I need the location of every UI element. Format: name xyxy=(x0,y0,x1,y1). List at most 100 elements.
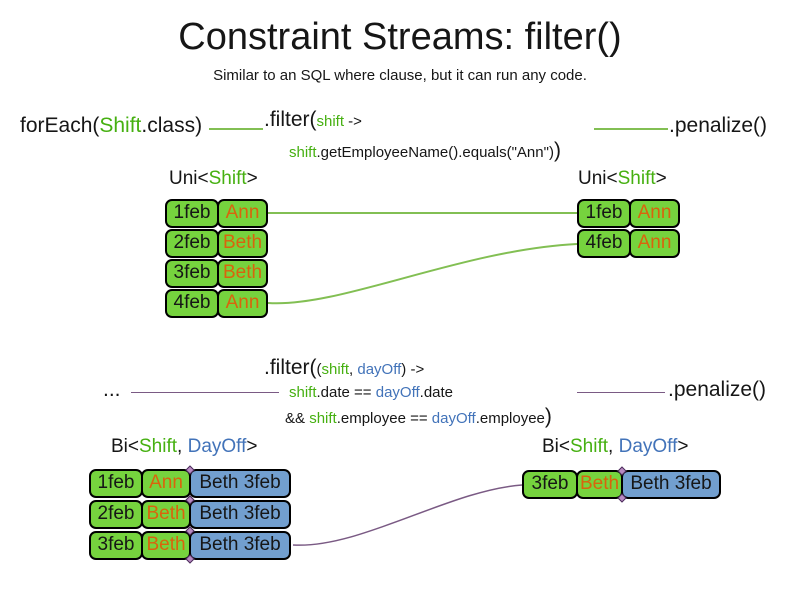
table-row: 1feb Ann xyxy=(165,199,268,228)
filter2-l3-op2: .employee xyxy=(475,410,545,427)
bi-table-right: 3feb Beth Beth 3feb xyxy=(522,470,721,501)
foreach-post: .class) xyxy=(141,114,203,137)
filter2-l3-op1: .employee == xyxy=(336,410,432,427)
cell-name: Ann xyxy=(141,469,191,498)
filter2-l2-op2: .date xyxy=(419,384,454,401)
uni-left-pre: Uni< xyxy=(169,168,209,189)
page-subtitle: Similar to an SQL where clause, but it c… xyxy=(213,67,587,84)
cell-date: 1feb xyxy=(165,199,219,228)
cell-name: Ann xyxy=(217,199,268,228)
cell-name: Beth xyxy=(141,531,191,560)
table-row: 3feb Beth xyxy=(165,259,268,288)
cell-name: Ann xyxy=(629,199,680,228)
filter1-line1: .filter(shift -> xyxy=(264,108,362,132)
cell-date: 1feb xyxy=(577,199,631,228)
filter2-l3-p2: dayOff xyxy=(431,410,476,427)
cell-date: 2feb xyxy=(89,500,143,529)
uni-label-left: Uni<Shift> xyxy=(169,168,258,190)
cell-date: 4feb xyxy=(577,229,631,258)
bi-left-pre: Bi< xyxy=(111,436,139,457)
bi-left-dayoff: DayOff xyxy=(187,436,247,457)
cell-dayoff: Beth 3feb xyxy=(189,531,291,560)
cell-name: Beth xyxy=(141,500,191,529)
table-row: 4feb Ann xyxy=(165,289,268,318)
uni-right-pre: Uni< xyxy=(578,168,618,189)
filter1-param: shift xyxy=(316,113,345,130)
shift-table-left: 1feb Ann 2feb Beth 3feb Beth 4feb Ann xyxy=(165,199,268,319)
stream-line-2b xyxy=(577,392,665,393)
table-row: 3feb Beth Beth 3feb xyxy=(89,531,291,560)
filter2-l3-amp: && xyxy=(285,410,310,427)
filter2-l2-p1: shift xyxy=(289,384,317,401)
connector-line-4feb xyxy=(267,243,578,305)
table-row: 1feb Ann Beth 3feb xyxy=(89,469,291,498)
uni-right-post: > xyxy=(655,168,667,189)
foreach-pre: forEach( xyxy=(20,114,100,137)
filter2-l2-op1: .date == xyxy=(316,384,376,401)
filter2-close-params: ) xyxy=(401,361,407,378)
shift-table-right: 1feb Ann 4feb Ann xyxy=(577,199,680,259)
page-title: Constraint Streams: filter() xyxy=(178,16,622,58)
stream-source-dots: ... xyxy=(103,378,121,401)
bi-right-shift: Shift xyxy=(570,436,609,457)
uni-left-post: > xyxy=(246,168,258,189)
bi-right-dayoff: DayOff xyxy=(618,436,678,457)
filter1-method: .filter( xyxy=(264,108,317,131)
cell-date: 3feb xyxy=(89,531,143,560)
stream-line-1a xyxy=(209,128,263,130)
filter2-comma: , xyxy=(349,361,358,378)
cell-date: 4feb xyxy=(165,289,219,318)
foreach-type: Shift xyxy=(99,114,142,137)
filter2-param1: shift xyxy=(321,361,350,378)
bi-left-sep: , xyxy=(177,436,188,457)
table-row: 4feb Ann xyxy=(577,229,680,258)
uni-right-type: Shift xyxy=(617,168,656,189)
bi-label-left: Bi<Shift, DayOff> xyxy=(111,436,257,458)
filter2-close-paren: ) xyxy=(544,405,552,428)
filter2-line1: .filter((shift, dayOff) -> xyxy=(264,356,424,380)
table-row: 2feb Beth xyxy=(165,229,268,258)
cell-date: 1feb xyxy=(89,469,143,498)
cell-name: Beth xyxy=(217,229,268,258)
stream-line-2a xyxy=(131,392,279,393)
filter2-line3: && shift.employee == dayOff.employee) xyxy=(285,405,552,429)
table-row: 2feb Beth Beth 3feb xyxy=(89,500,291,529)
bi-right-post: > xyxy=(677,436,689,457)
table-row: 1feb Ann xyxy=(577,199,680,228)
bi-right-sep: , xyxy=(608,436,619,457)
uni-label-right: Uni<Shift> xyxy=(578,168,667,190)
filter2-l3-p1: shift xyxy=(309,410,337,427)
bi-label-right: Bi<Shift, DayOff> xyxy=(542,436,688,458)
cell-name: Beth xyxy=(576,470,623,499)
bi-left-shift: Shift xyxy=(139,436,178,457)
cell-dayoff: Beth 3feb xyxy=(189,469,291,498)
filter2-param2: dayOff xyxy=(357,361,402,378)
cell-name: Ann xyxy=(629,229,680,258)
filter1-line2: shift.getEmployeeName().equals("Ann")) xyxy=(289,139,561,163)
cell-name: Beth xyxy=(217,259,268,288)
penalize2-expression: .penalize() xyxy=(668,378,767,401)
cell-name: Ann xyxy=(217,289,268,318)
penalize1-expression: .penalize() xyxy=(669,114,768,137)
bi-right-pre: Bi< xyxy=(542,436,570,457)
filter2-arrow: -> xyxy=(406,361,425,378)
filter1-close-paren: ) xyxy=(553,139,561,162)
cell-dayoff: Beth 3feb xyxy=(621,470,721,499)
filter1-arrow: -> xyxy=(344,113,362,130)
filter2-open: ( xyxy=(316,361,322,378)
filter1-body-param: shift xyxy=(289,144,317,161)
foreach-expression: forEach(Shift.class) xyxy=(20,114,202,138)
cell-date: 2feb xyxy=(165,229,219,258)
bi-left-post: > xyxy=(246,436,258,457)
cell-dayoff: Beth 3feb xyxy=(189,500,291,529)
uni-left-type: Shift xyxy=(208,168,247,189)
cell-date: 3feb xyxy=(165,259,219,288)
filter2-method: .filter( xyxy=(264,356,317,379)
filter2-l2-p2: dayOff xyxy=(375,384,420,401)
cell-date: 3feb xyxy=(522,470,578,499)
connector-line-3feb-pair xyxy=(292,484,523,546)
bi-table-left: 1feb Ann Beth 3feb 2feb Beth Beth 3feb 3… xyxy=(89,469,291,562)
stream-line-1b xyxy=(594,128,668,130)
table-row: 3feb Beth Beth 3feb xyxy=(522,470,721,499)
